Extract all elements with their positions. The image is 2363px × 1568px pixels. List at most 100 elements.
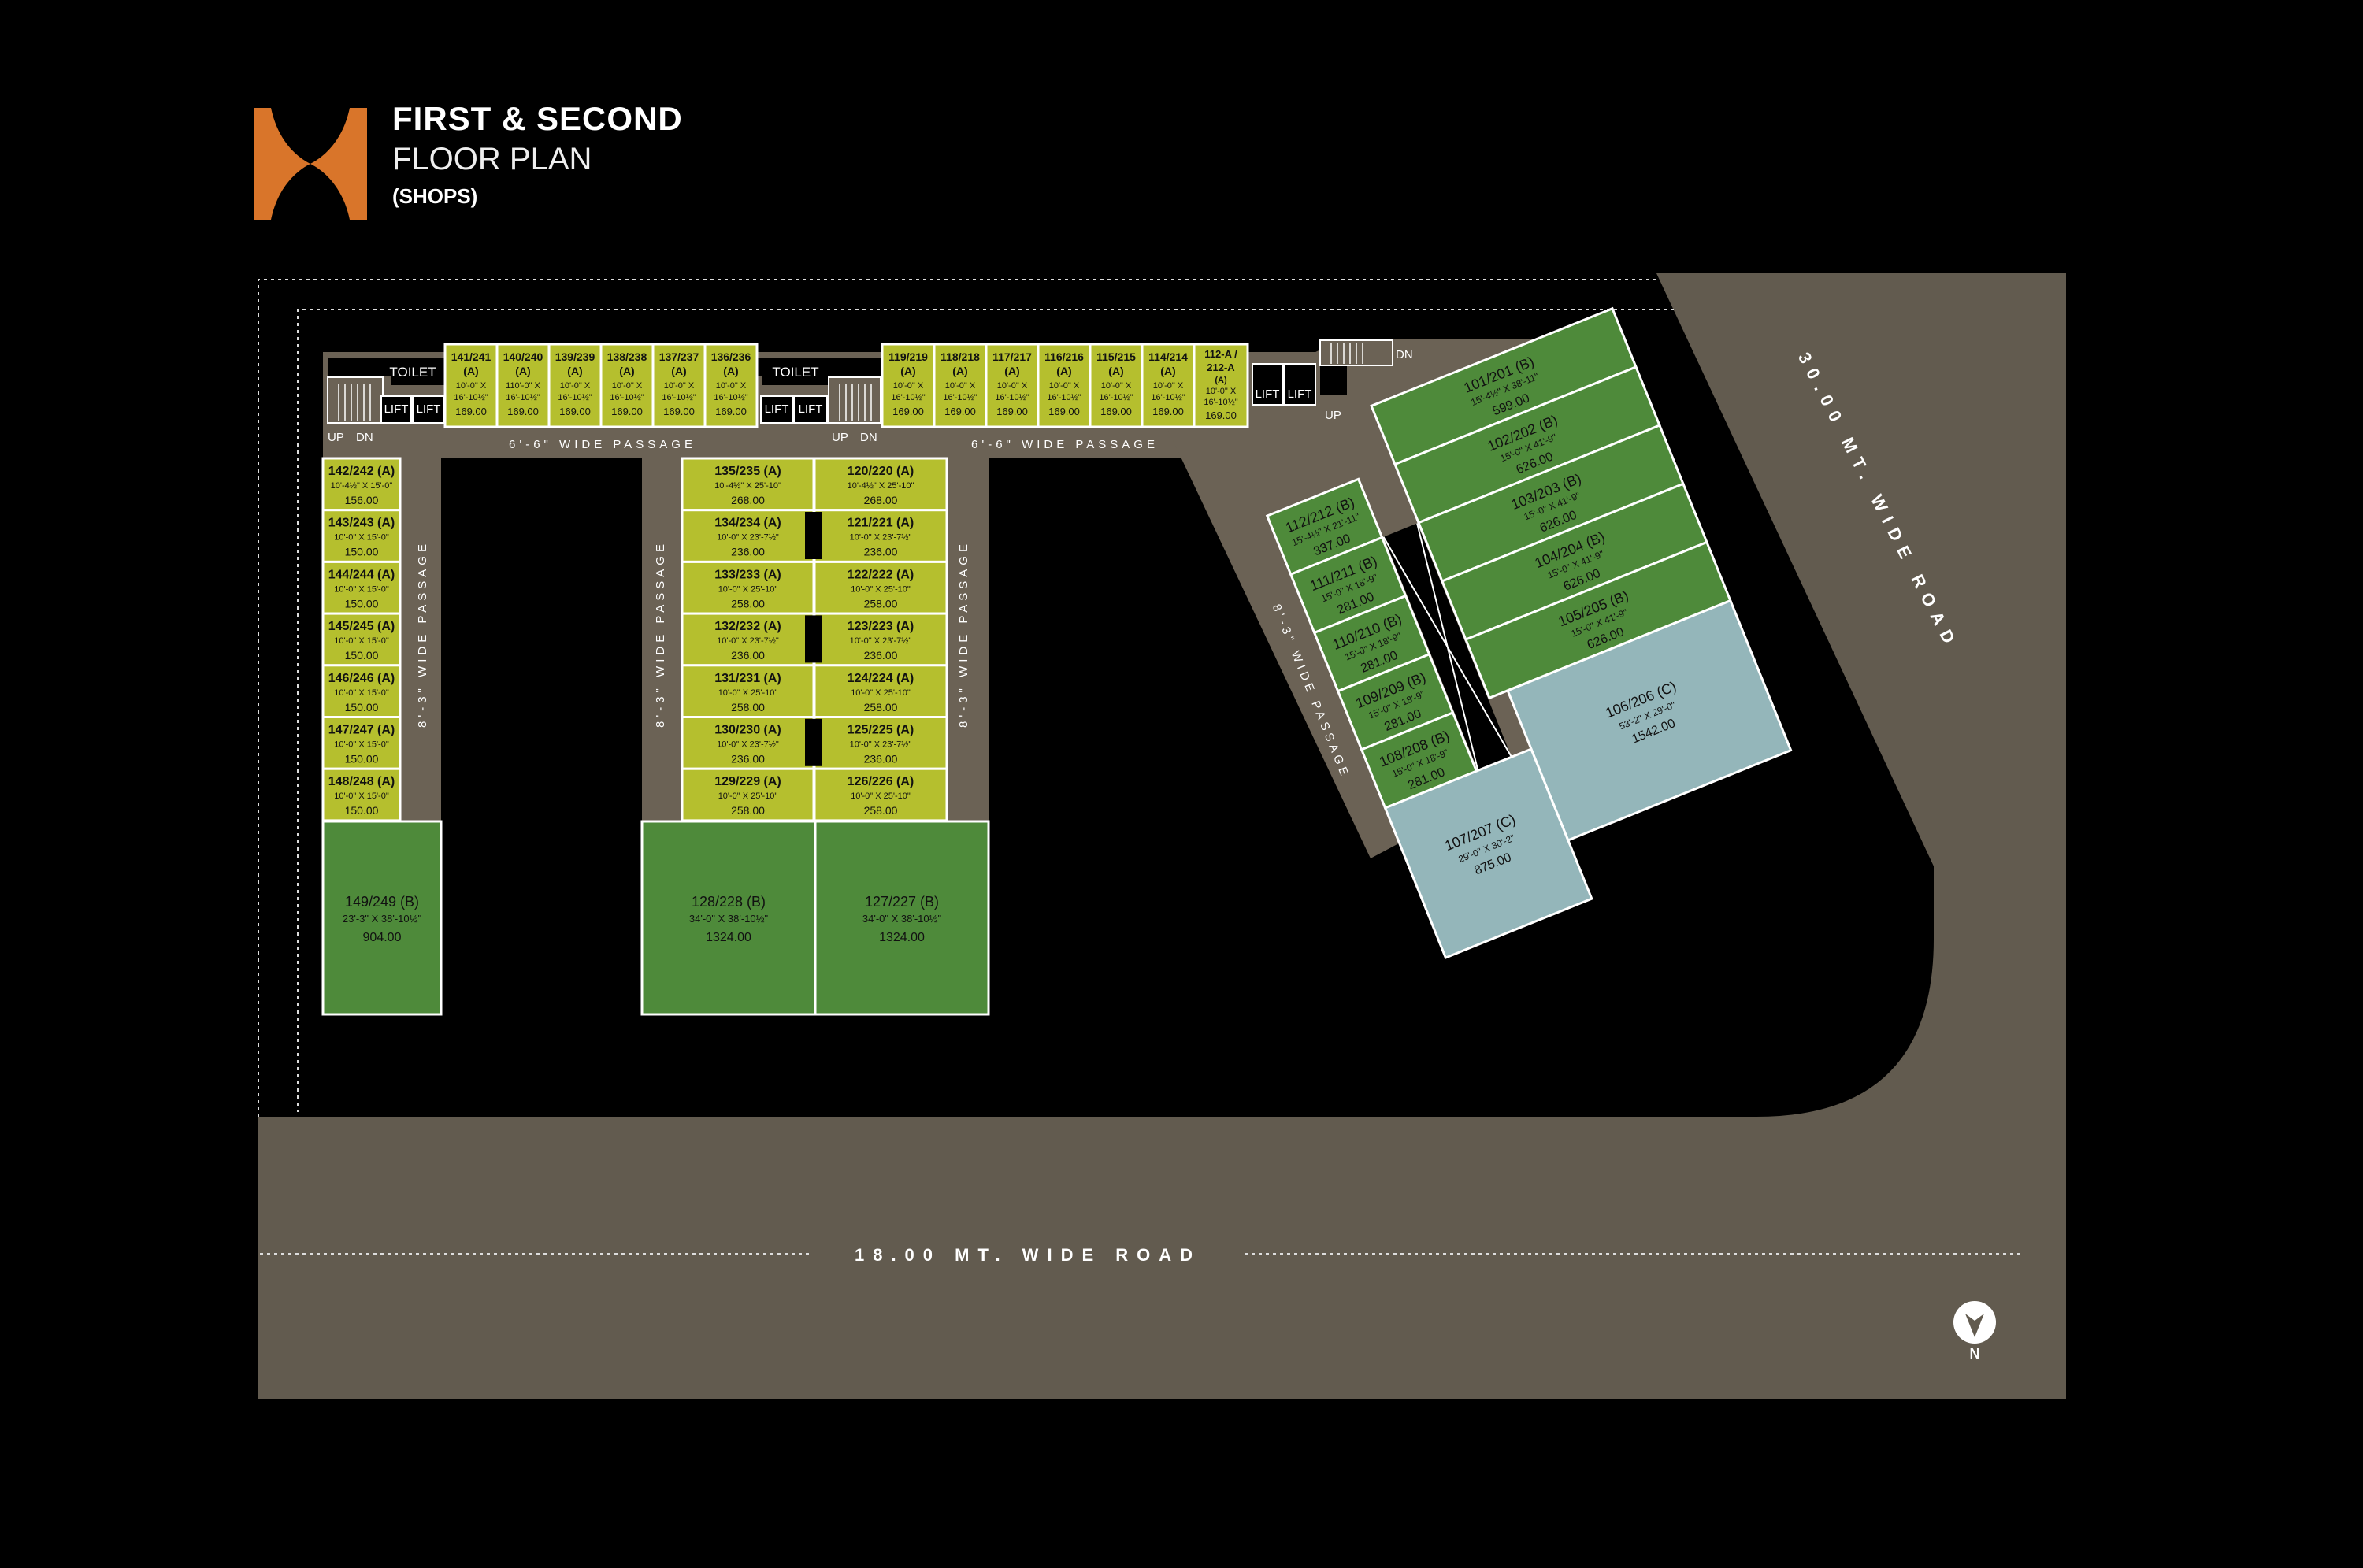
unit-num: 115/215	[1096, 350, 1136, 363]
unit-area: 258.00	[864, 701, 898, 714]
unit-type: (A)	[1004, 365, 1019, 377]
unit-num: 131/231 (A)	[714, 672, 781, 685]
shop-unit[interactable]: 133/233 (A)10'-0" X 25'-10"258.00	[681, 560, 815, 615]
unit-dim2: 16'-10½"	[1099, 393, 1133, 402]
shop-unit[interactable]: 117/217(A)10'-0" X16'-10½"169.00	[985, 343, 1040, 428]
unit-dim: 23'-3" X 38'-10½"	[343, 913, 422, 925]
north-label: N	[1970, 1346, 1980, 1362]
passage-mid-right: 8'-3" WIDE PASSAGE	[957, 540, 970, 728]
unit-dim2: 16'-10½"	[558, 393, 592, 402]
shop-unit[interactable]: 128/228 (B)34'-0" X 38'-10½"1324.00	[640, 820, 817, 1016]
shop-unit[interactable]: 136/236(A)10'-0" X16'-10½"169.00	[703, 343, 759, 428]
up-label-2: UP	[832, 431, 848, 444]
unit-dim1: 110'-0" X	[506, 381, 540, 391]
shop-unit[interactable]: 140/240(A)110'-0" X16'-10½"169.00	[495, 343, 551, 428]
unit-type: (A)	[1160, 365, 1175, 377]
shop-unit[interactable]: 120/220 (A)10'-4½" X 25'-10"268.00	[813, 457, 948, 512]
shop-unit[interactable]: 114/214(A)10'-0" X16'-10½"169.00	[1141, 343, 1196, 428]
shop-unit[interactable]: 108/208 (B)15'-0" X 18'-9"281.00	[1360, 711, 1478, 810]
shaft	[805, 615, 822, 663]
unit-num: 129/229 (A)	[714, 775, 781, 788]
shop-unit[interactable]: 115/215(A)10'-0" X16'-10½"169.00	[1089, 343, 1144, 428]
shop-unit[interactable]: 139/239(A)10'-0" X16'-10½"169.00	[547, 343, 603, 428]
unit-dim1: 10'-0" X	[1101, 381, 1132, 391]
unit-dim: 34'-0" X 38'-10½"	[689, 913, 769, 925]
unit-type: (A)	[515, 365, 530, 377]
unit-type: (A)	[723, 365, 738, 377]
unit-dim: 34'-0" X 38'-10½"	[862, 913, 942, 925]
unit-dim: 10'-0" X 25'-10"	[851, 791, 911, 801]
shop-unit[interactable]: 106/206 (C)53'-2" X 29'-0"1542.00	[1506, 599, 1793, 842]
unit-num: 123/223 (A)	[848, 620, 914, 633]
service-blocks: TOILET LIFT LIFT UP DN TOILET LIFT LIFT …	[327, 339, 1413, 444]
shop-unit[interactable]: 127/227 (B)34'-0" X 38'-10½"1324.00	[814, 820, 990, 1016]
shop-unit[interactable]: 101/201 (B)15'-4½" X 38'-11"599.00	[1370, 306, 1638, 466]
passage-left: 8'-3" WIDE PASSAGE	[416, 540, 429, 728]
shop-unit[interactable]: 121/221 (A)10'-0" X 23'-7½"236.00	[813, 509, 948, 563]
shop-unit[interactable]: 124/224 (A)10'-0" X 25'-10"258.00	[813, 664, 948, 718]
shop-unit-box	[321, 767, 402, 822]
shop-unit[interactable]: 125/225 (A)10'-0" X 23'-7½"236.00	[813, 716, 948, 770]
shop-unit[interactable]: 131/231 (A)10'-0" X 25'-10"258.00	[681, 664, 815, 718]
shop-unit-box	[703, 343, 759, 428]
unit-dim: 10'-0" X 23'-7½"	[717, 636, 779, 646]
unit-dim1: 10'-0" X	[997, 381, 1028, 391]
shop-unit[interactable]: 130/230 (A)10'-0" X 23'-7½"236.00	[681, 716, 815, 770]
unit-num: 136/236	[711, 350, 751, 363]
dn-label-3: DN	[1396, 348, 1413, 361]
unit-area: 169.00	[1152, 406, 1184, 417]
unit-dim: 10'-0" X 23'-7½"	[850, 533, 912, 543]
unit-dim: 10'-4½" X 15'-0"	[331, 481, 393, 491]
title-line-3: (SHOPS)	[392, 184, 478, 208]
shop-unit[interactable]: 138/238(A)10'-0" X16'-10½"169.00	[599, 343, 655, 428]
unit-area: 904.00	[363, 931, 402, 944]
shop-unit[interactable]: 143/243 (A)10'-0" X 15'-0"150.00	[321, 509, 402, 563]
unit-dim2: 16'-10½"	[610, 393, 644, 402]
shop-unit-box	[1141, 343, 1196, 428]
shop-unit[interactable]: 147/247 (A)10'-0" X 15'-0"150.00	[321, 716, 402, 770]
shop-unit[interactable]: 132/232 (A)10'-0" X 23'-7½"236.00	[681, 612, 815, 667]
unit-area: 150.00	[345, 701, 379, 714]
shop-unit-box	[321, 664, 402, 718]
shop-unit[interactable]: 142/242 (A)10'-4½" X 15'-0"156.00	[321, 457, 402, 512]
shop-unit-box	[651, 343, 707, 428]
shop-unit[interactable]: 129/229 (A)10'-0" X 25'-10"258.00	[681, 767, 815, 822]
shop-unit[interactable]: 137/237(A)10'-0" X16'-10½"169.00	[651, 343, 707, 428]
shop-unit-112a[interactable]: 112-A /212-A(A)10'-0" X16'-10½"169.00	[1193, 343, 1249, 428]
roads: 18.00 MT. WIDE ROAD 30.00 MT. WIDE ROAD	[258, 273, 2066, 1399]
shop-unit-box	[814, 820, 990, 1016]
shop-unit[interactable]: 135/235 (A)10'-4½" X 25'-10"268.00	[681, 457, 815, 512]
shop-unit[interactable]: 148/248 (A)10'-0" X 15'-0"150.00	[321, 767, 402, 822]
shop-unit[interactable]: 116/216(A)10'-0" X16'-10½"169.00	[1037, 343, 1092, 428]
shop-unit[interactable]: 126/226 (A)10'-0" X 25'-10"258.00	[813, 767, 948, 822]
unit-area: 169.00	[715, 406, 747, 417]
unit-dim1: 10'-0" X	[716, 381, 747, 391]
shop-unit[interactable]: 141/241(A)10'-0" X16'-10½"169.00	[443, 343, 499, 428]
shop-unit[interactable]: 123/223 (A)10'-0" X 23'-7½"236.00	[813, 612, 948, 667]
shop-unit[interactable]: 105/205 (B)15'-0" X 41'-9"626.00	[1463, 540, 1732, 700]
shop-unit[interactable]: 134/234 (A)10'-0" X 23'-7½"236.00	[681, 509, 815, 563]
lift-label-4: LIFT	[799, 402, 823, 416]
shop-unit[interactable]: 145/245 (A)10'-0" X 15'-0"150.00	[321, 612, 402, 667]
shop-unit[interactable]: 144/244 (A)10'-0" X 15'-0"150.00	[321, 560, 402, 615]
unit-dim2: 16'-10½"	[1047, 393, 1081, 402]
shop-unit[interactable]: 122/222 (A)10'-0" X 25'-10"258.00	[813, 560, 948, 615]
unit-dim2: 16'-10½"	[454, 393, 488, 402]
unit-dim: 10'-0" X 23'-7½"	[717, 740, 779, 750]
unit-dim: 10'-0" X 23'-7½"	[850, 740, 912, 750]
up-label-3: UP	[1325, 409, 1341, 422]
shop-units: 141/241(A)10'-0" X16'-10½"169.00140/240(…	[321, 343, 1249, 1016]
shop-unit[interactable]: 119/219(A)10'-0" X16'-10½"169.00	[881, 343, 936, 428]
shop-unit[interactable]: 149/249 (B)23'-3" X 38'-10½"904.00	[321, 820, 443, 1016]
shop-unit[interactable]: 146/246 (A)10'-0" X 15'-0"150.00	[321, 664, 402, 718]
bottom-road-label: 18.00 MT. WIDE ROAD	[855, 1245, 1201, 1265]
unit-num: 143/243 (A)	[328, 517, 395, 530]
shop-unit-box	[681, 457, 815, 512]
unit-area: 169.00	[996, 406, 1028, 417]
unit-num: 147/247 (A)	[328, 724, 395, 737]
shop-unit[interactable]: 112/212 (B)15'-4½" X 21'-11"337.00	[1265, 477, 1384, 576]
unit-area: 258.00	[731, 597, 765, 610]
shop-unit[interactable]: 118/218(A)10'-0" X16'-10½"169.00	[933, 343, 988, 428]
unit-num: 138/238	[607, 350, 647, 363]
